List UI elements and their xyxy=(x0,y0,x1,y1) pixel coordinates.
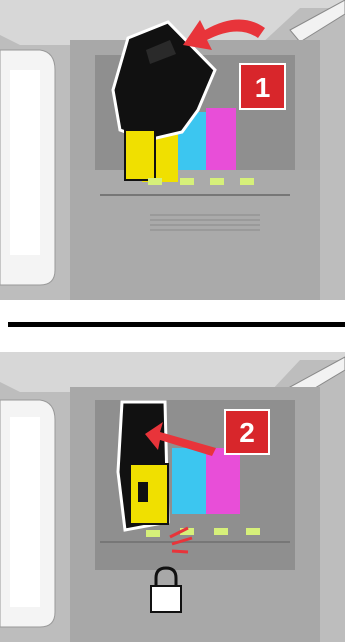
magenta-cartridge xyxy=(206,448,240,514)
step-number-2: 2 xyxy=(239,417,255,448)
step-2-illustration: 2 xyxy=(0,352,345,642)
step-number-1: 1 xyxy=(255,72,271,103)
cyan-cartridge xyxy=(172,448,206,514)
black-cartridge xyxy=(118,402,168,530)
section-divider xyxy=(8,322,345,327)
printer-open-door-step-1: 1 xyxy=(0,0,345,300)
step-badge-1: 1 xyxy=(240,64,285,109)
step-badge-2: 2 xyxy=(225,410,269,454)
printer-insert-cartridge-step-2: 2 xyxy=(0,352,345,642)
magenta-cartridge xyxy=(206,108,236,170)
step-1-illustration: 1 xyxy=(0,0,345,300)
